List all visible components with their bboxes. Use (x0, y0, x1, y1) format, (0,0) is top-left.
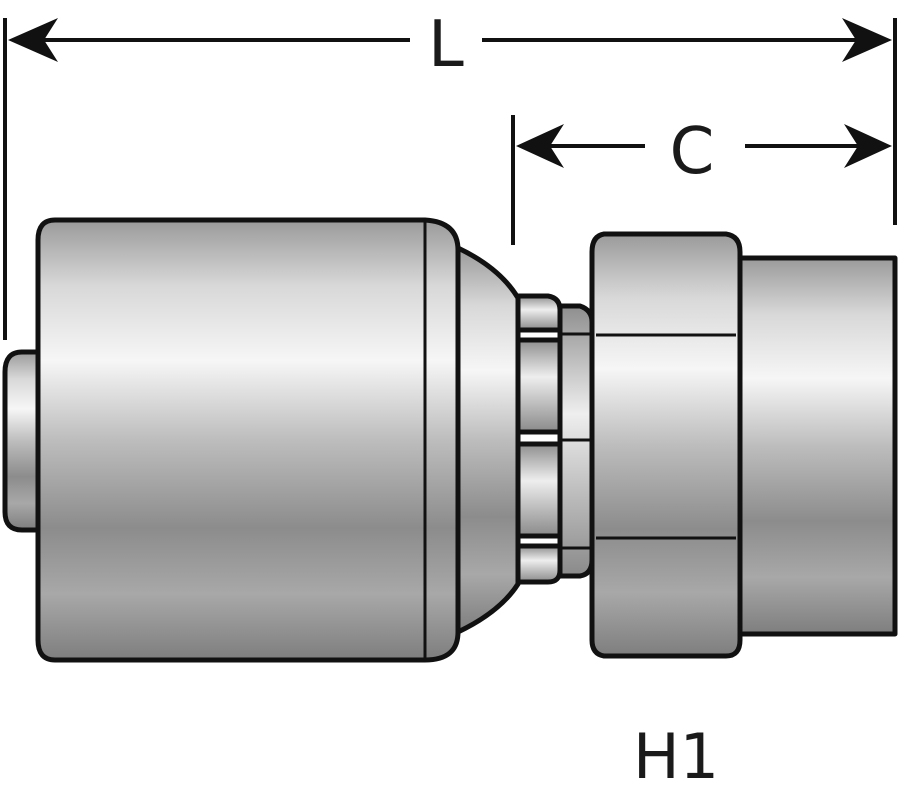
dimension-l: L (3, 8, 897, 340)
collar-lower (515, 441, 563, 539)
arrow-right-icon (842, 18, 892, 62)
dimension-label-l: L (428, 8, 464, 82)
part-code-label: H1 (633, 720, 719, 793)
ferrule (35, 217, 461, 663)
collar-bottom (515, 543, 563, 585)
hex-nut (589, 231, 743, 659)
arrow-left-icon (516, 124, 564, 168)
arrow-left-icon (8, 18, 58, 62)
hose-fitting (2, 217, 898, 663)
ferrule-neck (455, 245, 521, 635)
tail-tube (722, 255, 898, 637)
hose-stub (2, 349, 43, 533)
arrow-right-icon (844, 124, 892, 168)
dimension-label-c: C (670, 115, 715, 189)
dimension-c: C (511, 115, 892, 245)
collar-top (515, 293, 563, 333)
collar-upper (515, 337, 563, 435)
